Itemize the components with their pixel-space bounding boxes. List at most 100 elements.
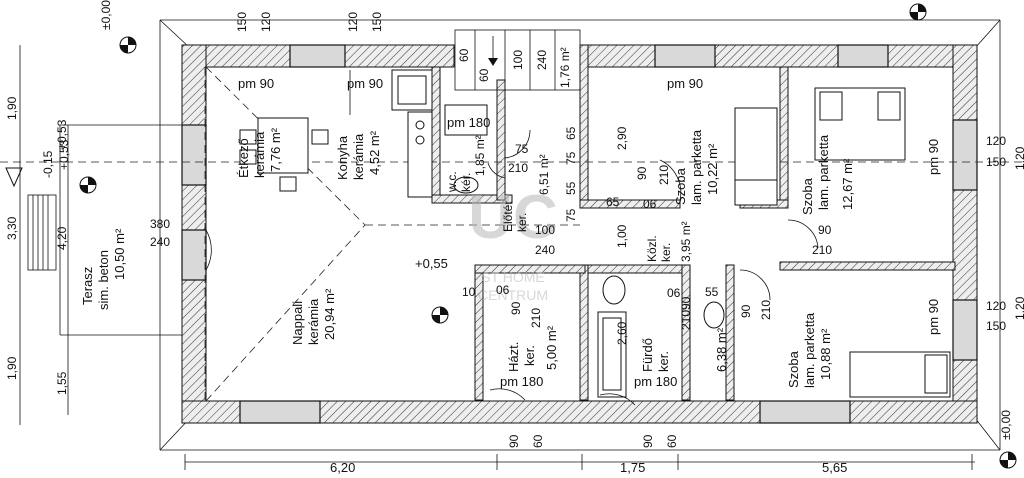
room-label-furdo: Fürdő ker. 6,38 m² <box>640 327 729 372</box>
room-name: Fürdő <box>640 338 655 372</box>
dim-label: 100 <box>511 50 525 70</box>
room-label-szoba-3: Szoba lam. parketta 10,88 m² <box>786 312 833 388</box>
level-markers <box>79 3 1017 469</box>
room-name: Szoba <box>786 350 801 388</box>
dim-label: 150 <box>986 319 1006 333</box>
room-label-etkezo: Étkező kerámia 7,76 m² <box>236 127 283 178</box>
dim-label: 2,90 <box>615 126 629 150</box>
dim-label: 150 <box>370 12 384 32</box>
room-floor: lam. parketta <box>816 134 831 210</box>
room-label-kozl: Közl. ker. 3,95 m² <box>645 221 693 262</box>
room-area: 6,38 m² <box>714 327 729 372</box>
room-name: Terasz <box>80 267 95 305</box>
room-floor: lam. parketta <box>802 312 817 388</box>
room-area: 3,95 m² <box>679 221 693 262</box>
dim-label: 90 <box>679 296 693 310</box>
bathroom-fixtures <box>597 275 725 398</box>
dim-label: 210 <box>759 300 773 320</box>
parapet-label: pm 180 <box>500 374 543 389</box>
dim-label: 60 <box>457 48 471 62</box>
room-floor: ker. <box>522 345 537 366</box>
parapet-label: pm 90 <box>926 139 941 175</box>
dim-label: 90 <box>635 166 649 180</box>
watermark-line1: ST HOME <box>481 269 545 285</box>
roof-lines <box>0 66 1024 402</box>
dim-label: 60 <box>477 68 491 82</box>
dining-table <box>239 117 329 192</box>
room-name: Szoba <box>673 167 688 205</box>
room-label-nappali: Nappali kerámia 20,94 m² <box>290 288 337 345</box>
room-name: Nappali <box>290 301 305 345</box>
bed-2 <box>814 87 906 161</box>
dim-label: 90 <box>641 434 655 448</box>
dim-label: 210 <box>679 310 693 330</box>
level-marker <box>431 306 449 324</box>
level-label: ±0,00 <box>99 0 113 30</box>
dim-label: 380 <box>150 217 170 231</box>
room-floor: lam. parketta <box>689 129 704 205</box>
level-marker <box>79 176 97 194</box>
door-swings <box>205 129 819 406</box>
dim-label: 65 <box>606 195 620 209</box>
level-labels: ±0,00 +0,53 +0,55 ±0,00 -0,15 <box>41 0 1013 440</box>
dim-label: 6,20 <box>330 460 355 475</box>
room-area: 1,85 m² <box>473 135 487 176</box>
room-floor: ker. <box>659 243 673 262</box>
parapet-label: pm 180 <box>447 115 490 130</box>
dim-label: 06 <box>667 286 681 300</box>
dim-label: 90 <box>739 304 753 318</box>
dim-label: 75 <box>564 208 578 222</box>
outer-walls <box>181 44 978 424</box>
kitchen-units <box>349 69 433 198</box>
dim-label: 240 <box>150 235 170 249</box>
dim-label: 1,90 <box>5 96 19 120</box>
dim-label: 60 <box>531 434 545 448</box>
parapet-label: pm 90 <box>926 299 941 335</box>
room-name: Étkező <box>236 138 251 178</box>
dim-label: 240 <box>535 50 549 70</box>
room-area: 12,67 m² <box>840 158 855 210</box>
dim-label: 210 <box>657 165 671 185</box>
dim-label: 210 <box>812 243 832 257</box>
dim-label: 120 <box>986 134 1006 148</box>
watermark-mark: UC <box>468 183 558 252</box>
room-area: 5,00 m² <box>544 325 559 370</box>
dim-label: 150 <box>235 12 249 32</box>
dim-label: 1,55 <box>55 371 69 395</box>
dim-label: 210 <box>529 308 543 328</box>
dim-label: 55 <box>705 285 719 299</box>
parapet-label: pm 90 <box>667 76 703 91</box>
room-label-wc: w.c. kér. 1,85 m² <box>445 135 487 193</box>
room-label-szoba-2: Szoba lam. parketta 12,67 m² <box>800 134 855 215</box>
dim-label: 90 <box>509 301 523 315</box>
dim-label: 75 <box>515 142 529 156</box>
level-label: ±0,00 <box>999 410 1013 440</box>
dim-label: 120 <box>986 299 1006 313</box>
level-marker <box>909 3 927 21</box>
bed-3 <box>849 351 951 398</box>
parapet-labels: pm 90 pm 90 pm 180 pm 90 pm 90 pm 90 pm … <box>238 76 941 389</box>
dim-label: 06 <box>496 283 510 297</box>
dim-label: 240 <box>535 243 555 257</box>
watermark: UC ST HOME CENTRUM <box>468 183 558 303</box>
dim-label: 1,76 m² <box>558 47 572 88</box>
entrance-steps <box>454 29 581 91</box>
level-marker <box>999 451 1017 469</box>
dim-label: 1,00 <box>615 224 629 248</box>
room-floor: ker. <box>515 213 529 232</box>
dim-label: 75 <box>564 151 578 165</box>
room-area: 10,50 m² <box>112 228 127 280</box>
dim-label: 90 <box>507 434 521 448</box>
dim-label: 4,20 <box>55 226 69 250</box>
parapet-label: pm 90 <box>238 76 274 91</box>
room-floor: ker. <box>656 351 671 372</box>
room-floor: kerámia <box>351 133 366 180</box>
dim-label: 90 <box>818 223 832 237</box>
bed-1 <box>734 107 778 206</box>
wc-fixture <box>444 104 488 194</box>
left-dimension-line <box>19 45 69 425</box>
room-name: w.c. <box>445 171 459 193</box>
room-area: 10,22 m² <box>705 143 720 195</box>
bottom-dimension-line <box>184 454 975 470</box>
